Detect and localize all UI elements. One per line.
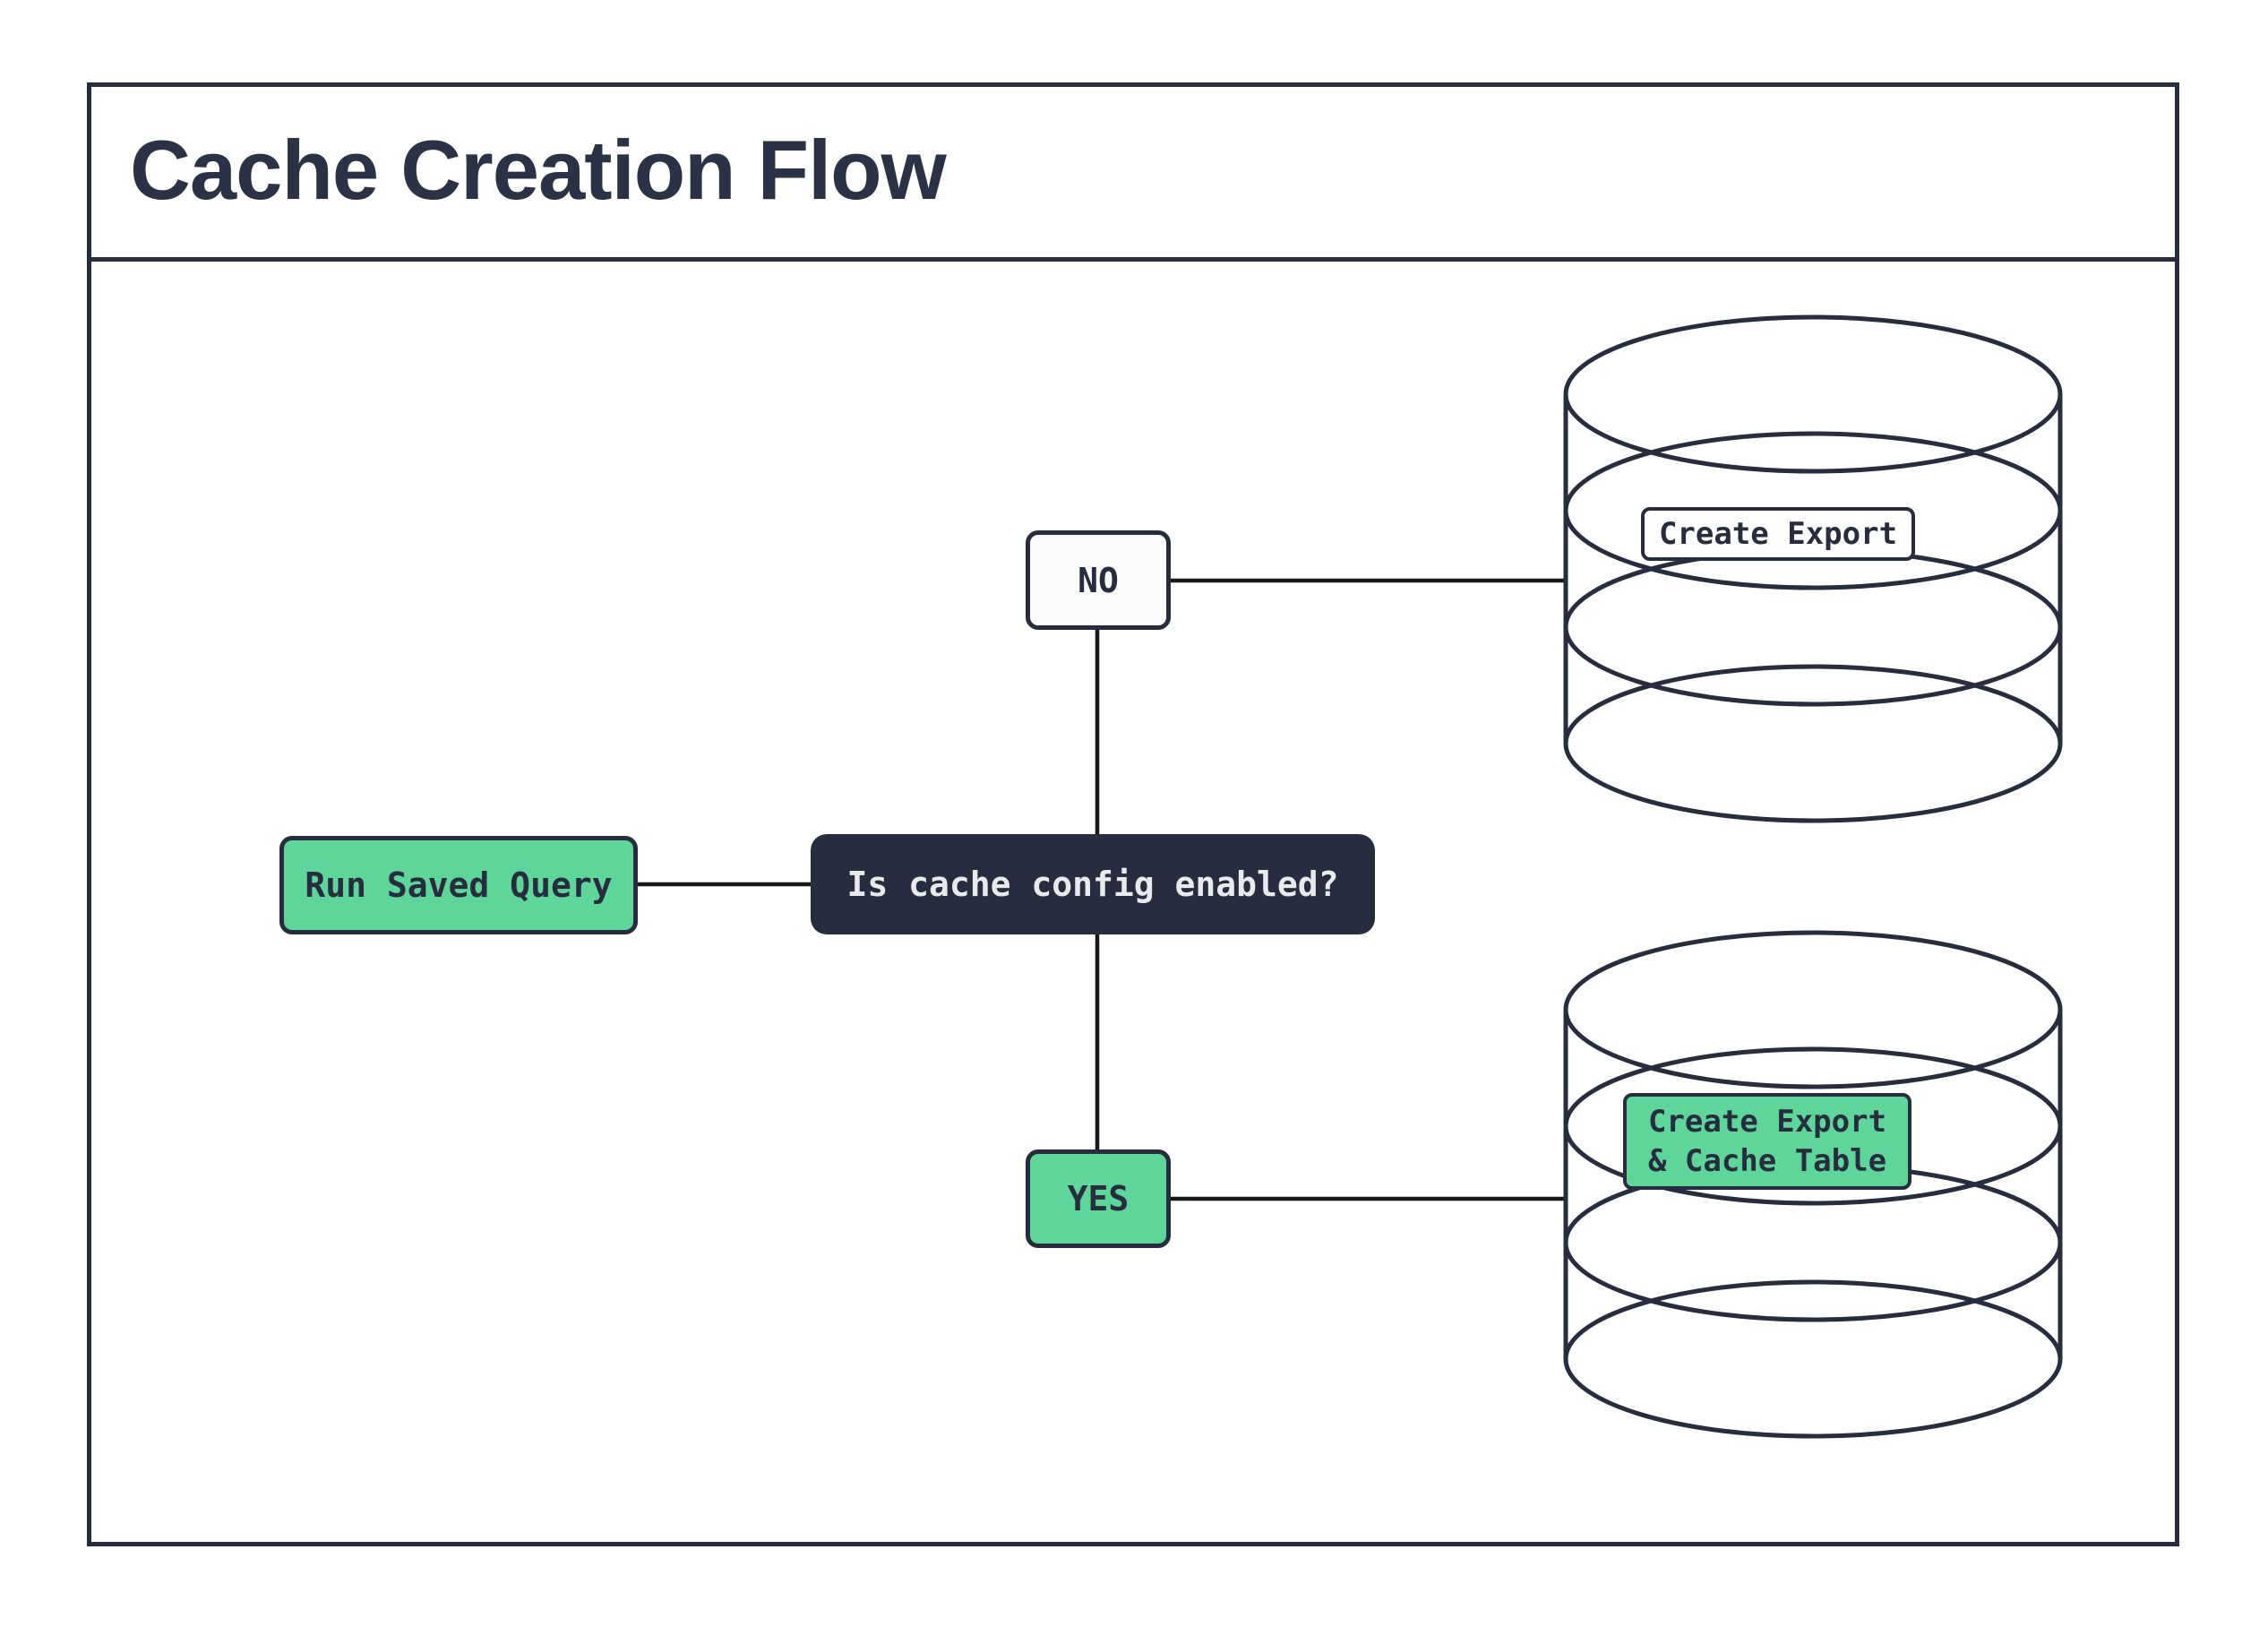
- node-yes-branch[interactable]: YES: [1026, 1149, 1171, 1248]
- page-title: Cache Creation Flow: [130, 122, 947, 217]
- node-create-export-label: Create Export: [1658, 516, 1898, 552]
- node-create-export[interactable]: Create Export: [1641, 507, 1915, 561]
- connector-lines: [638, 578, 1568, 1201]
- node-decision-cache-config[interactable]: Is cache config enabled?: [811, 834, 1375, 934]
- node-yes-label: YES: [1067, 1179, 1130, 1218]
- node-run-saved-query-label: Run Saved Query: [305, 865, 613, 905]
- node-no-label: NO: [1078, 560, 1119, 600]
- database-top-icon[interactable]: [1563, 314, 2063, 823]
- node-run-saved-query[interactable]: Run Saved Query: [279, 836, 638, 934]
- node-create-export-cache-line2: & Cache Table: [1647, 1143, 1887, 1179]
- node-decision-label: Is cache config enabled?: [846, 865, 1339, 904]
- title-band: Cache Creation Flow: [87, 82, 2179, 262]
- node-create-export-cache-table[interactable]: Create Export & Cache Table: [1623, 1093, 1911, 1190]
- node-no-branch[interactable]: NO: [1026, 530, 1171, 630]
- diagram-frame: [87, 82, 2179, 1546]
- node-create-export-cache-line1: Create Export: [1647, 1103, 1887, 1140]
